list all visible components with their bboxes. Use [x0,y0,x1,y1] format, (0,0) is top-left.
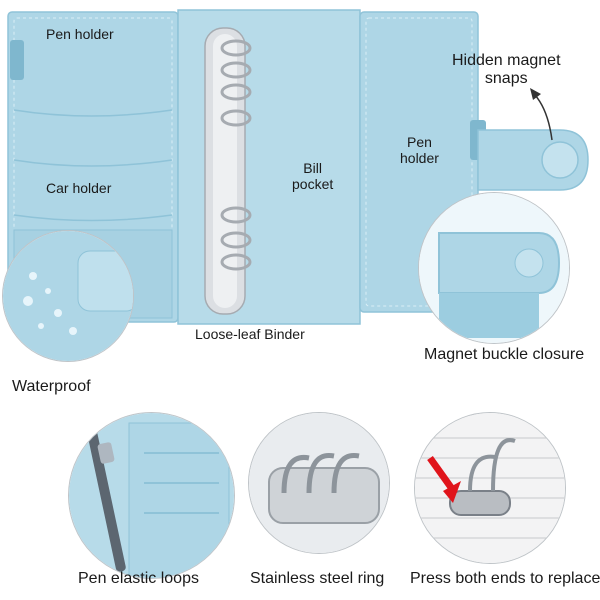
detail-circle-magnet-buckle [418,192,570,344]
detail-circle-pen-loops [68,412,235,579]
label-pen-elastic-loops: Pen elastic loops [78,570,199,587]
label-pen-holder-left: Pen holder [46,26,114,42]
detail-circle-steel-ring [248,412,390,554]
label-stainless-ring: Stainless steel ring [250,570,385,587]
label-hidden-line2: snaps [484,70,528,88]
label-car-holder: Car holder [46,180,112,196]
label-pen-holder-right: Pen holder [400,134,439,166]
label-hidden-line1: Hidden magnet [452,52,561,69]
pointer-line [534,94,553,141]
label-waterproof: Waterproof [12,378,91,395]
detail-circle-waterproof [2,230,134,362]
binder-ring-icon [220,39,252,271]
label-bill-pocket: Bill pocket [292,160,333,192]
pointer-arrowhead [530,88,541,100]
label-hidden-magnet: Hidden magnet snaps [452,52,561,89]
label-bill-line1: Bill [303,160,322,176]
label-magnet-buckle: Magnet buckle closure [424,346,585,363]
detail-circle-press-ends [414,412,566,564]
label-pen-line2: holder [400,150,439,167]
label-pen-line1: Pen [407,134,432,150]
red-arrow-icon [427,455,461,503]
label-press-both-ends: Press both ends to replace [410,570,600,587]
label-bill-line2: pocket [292,176,334,193]
label-loose-leaf-binder: Loose-leaf Binder [195,326,305,342]
